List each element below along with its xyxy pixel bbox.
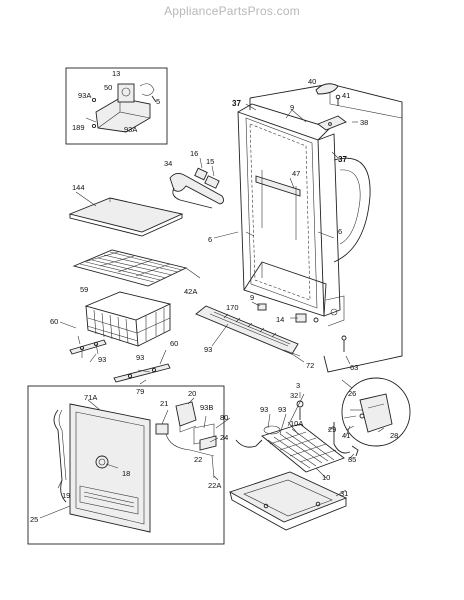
label-25: 25 (30, 515, 38, 524)
label-21: 21 (160, 399, 168, 408)
door-handle (169, 157, 225, 209)
label-16: 16 (190, 149, 198, 158)
label-40: 40 (308, 77, 316, 86)
label-35: 35 (348, 455, 356, 464)
lower-left-box (27, 385, 225, 545)
label-80: 80 (220, 413, 228, 422)
label-6-right: 6 (338, 227, 342, 236)
wire-shelf (72, 249, 201, 287)
shelf-glass (68, 191, 184, 237)
label-3: 3 (296, 381, 300, 390)
label-93a-2: 93A (124, 125, 137, 134)
kickplate-grille (195, 305, 305, 363)
label-93-low1: 93 (260, 405, 268, 414)
label-31: 31 (340, 489, 348, 498)
label-5: 5 (156, 97, 160, 106)
watermark: AppliancePartsPros.com (164, 4, 300, 18)
basket-rails (69, 339, 171, 383)
label-93-low2: 93 (278, 405, 286, 414)
detail-circle (341, 377, 411, 447)
label-28: 28 (390, 431, 398, 440)
label-9-top: 9 (290, 103, 294, 112)
label-10: 10 (322, 473, 330, 482)
label-15: 15 (206, 157, 214, 166)
inset-control-box (65, 67, 168, 145)
label-42a: 42A (184, 287, 197, 296)
label-19: 19 (62, 491, 70, 500)
label-38: 38 (360, 118, 368, 127)
label-170: 170 (226, 303, 239, 312)
hinge-parts (315, 83, 358, 131)
label-9-mid: 9 (250, 293, 254, 302)
label-93a: 93A (78, 91, 91, 100)
label-93b: 93B (200, 403, 213, 412)
label-41-low: 41 (342, 431, 350, 440)
wire-basket (84, 291, 172, 347)
label-10a: 10A (290, 419, 303, 428)
label-144: 144 (72, 183, 85, 192)
label-63: 63 (350, 363, 358, 372)
label-26: 26 (348, 389, 356, 398)
label-79: 79 (136, 387, 144, 396)
label-93-long: 93 (204, 345, 212, 354)
label-14: 14 (276, 315, 284, 324)
label-71a: 71A (84, 393, 97, 402)
label-37-left: 37 (232, 99, 241, 108)
label-50: 50 (104, 83, 112, 92)
label-29: 29 (328, 425, 336, 434)
label-189: 189 (72, 123, 85, 132)
label-20: 20 (188, 389, 196, 398)
evaporator-assembly (228, 400, 359, 531)
label-41-top: 41 (342, 91, 350, 100)
leader-lines (39, 103, 385, 519)
label-72: 72 (306, 361, 314, 370)
label-59: 59 (80, 285, 88, 294)
label-34: 34 (164, 159, 172, 168)
label-22: 22 (194, 455, 202, 464)
cabinet-shell (213, 83, 403, 373)
label-93-mid: 93 (136, 353, 144, 362)
label-47: 47 (292, 169, 300, 178)
label-13: 13 (112, 69, 120, 78)
label-37-right: 37 (338, 155, 347, 164)
part-labels: 13 50 93A 5 189 93A 40 41 38 37 9 37 16 … (30, 69, 398, 524)
label-6-left: 6 (208, 235, 212, 244)
label-22a: 22A (208, 481, 221, 490)
label-18: 18 (122, 469, 130, 478)
label-60-left: 60 (50, 317, 58, 326)
label-60-right: 60 (170, 339, 178, 348)
label-32: 32 (290, 391, 298, 400)
label-93-left: 93 (98, 355, 106, 364)
label-24: 24 (220, 433, 228, 442)
